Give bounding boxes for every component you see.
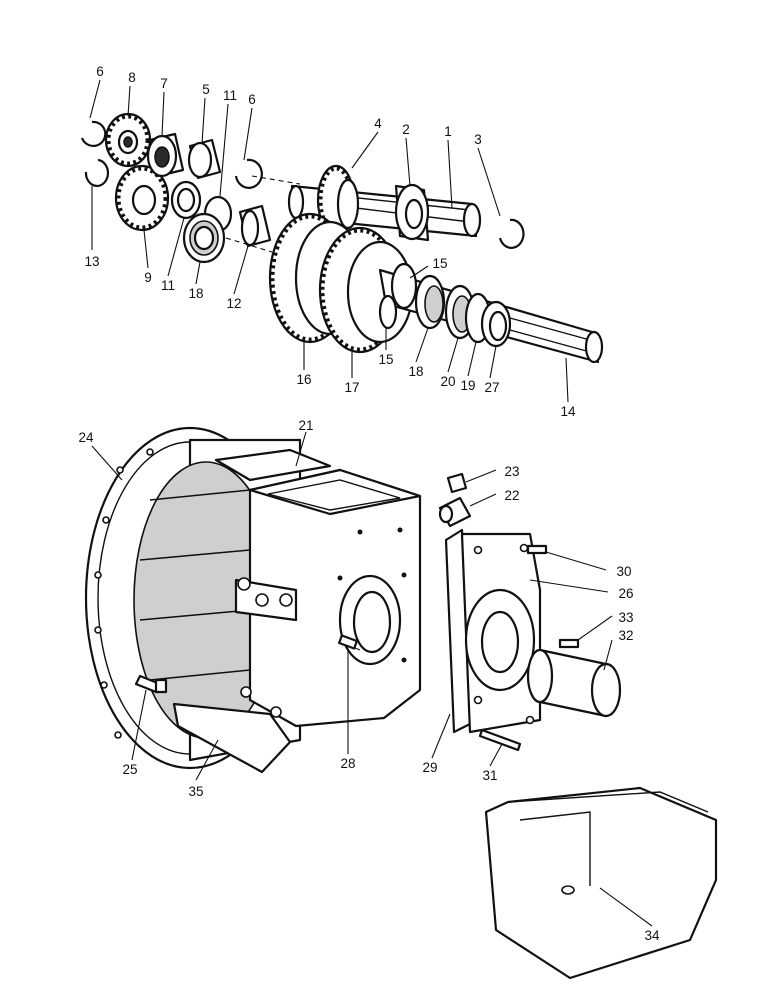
callout-16: 16 [296,372,311,387]
callout-22: 22 [504,488,519,503]
callout-10: 11 [223,88,237,103]
callout-4: 4 [374,116,382,131]
callout-26: 26 [618,586,633,601]
callout-31: 31 [482,768,497,783]
callout-20: 20 [440,374,455,389]
gear-4 [316,164,360,236]
callout-14: 14 [560,404,576,419]
callout-32: 32 [618,628,633,643]
callout-30: 30 [616,564,631,579]
callout-11: 11 [161,278,175,293]
callout-27: 27 [484,380,499,395]
flange-bolt-holes [94,448,154,739]
bearing-18-right [414,274,446,330]
collar-2 [394,183,430,242]
case-mounting-lugs [234,577,298,718]
circlip-3 [498,218,525,249]
circlip-6-right [234,158,263,189]
callout-7: 7 [160,76,168,91]
elbow-fitting-22 [438,496,472,528]
cover-26 [460,532,542,734]
callout-3: 3 [474,132,482,147]
callout-34: 34 [644,928,660,943]
plate-35 [172,702,292,774]
callout-29: 29 [422,760,437,775]
leader-lines [89,79,653,927]
ring-15-upper [390,262,418,310]
ring-15-lower [378,294,398,330]
bell-housing-24 [84,426,302,770]
callout-15b: 15 [378,352,393,367]
callout-2: 2 [402,122,410,137]
breather-cap-23 [446,472,468,494]
circlip-6-left [80,120,107,148]
callout-15a: 15 [432,256,447,271]
callout-1: 1 [444,124,452,139]
callout-6a: 6 [96,64,104,79]
callout-21: 21 [298,418,313,433]
callout-35: 35 [188,784,203,799]
gear-9 [114,164,170,232]
callout-23: 23 [504,464,519,479]
callout-19: 19 [460,378,475,393]
callout-5: 5 [202,82,210,97]
gearbox-case-21 [214,448,422,728]
bolt-30 [526,544,548,555]
bearing-18-left [182,212,226,264]
callout-13: 13 [84,254,99,269]
callout-28: 28 [340,756,355,771]
bolt-33 [558,638,580,649]
guard-34 [484,786,718,980]
bearing-7 [146,132,185,178]
bolt-25 [134,674,168,694]
callout-24: 24 [78,430,94,445]
callout-17: 17 [344,380,359,395]
stud-28 [338,634,361,651]
callout-9: 9 [144,270,152,285]
callout-18a: 18 [188,286,203,301]
circlip-13 [84,158,110,188]
ring-11 [170,180,202,220]
callout-25: 25 [122,762,137,777]
callout-18b: 18 [408,364,423,379]
callout-12: 12 [226,296,241,311]
collar-27 [480,300,512,348]
gear-8 [104,112,152,168]
callout-33: 33 [618,610,633,625]
stub-shaft-12 [238,204,272,248]
shaft-cap-32 [526,648,622,718]
stud-31 [478,728,522,752]
callout-6b: 6 [248,92,256,107]
bush-5 [187,138,222,180]
callout-8: 8 [128,70,136,85]
